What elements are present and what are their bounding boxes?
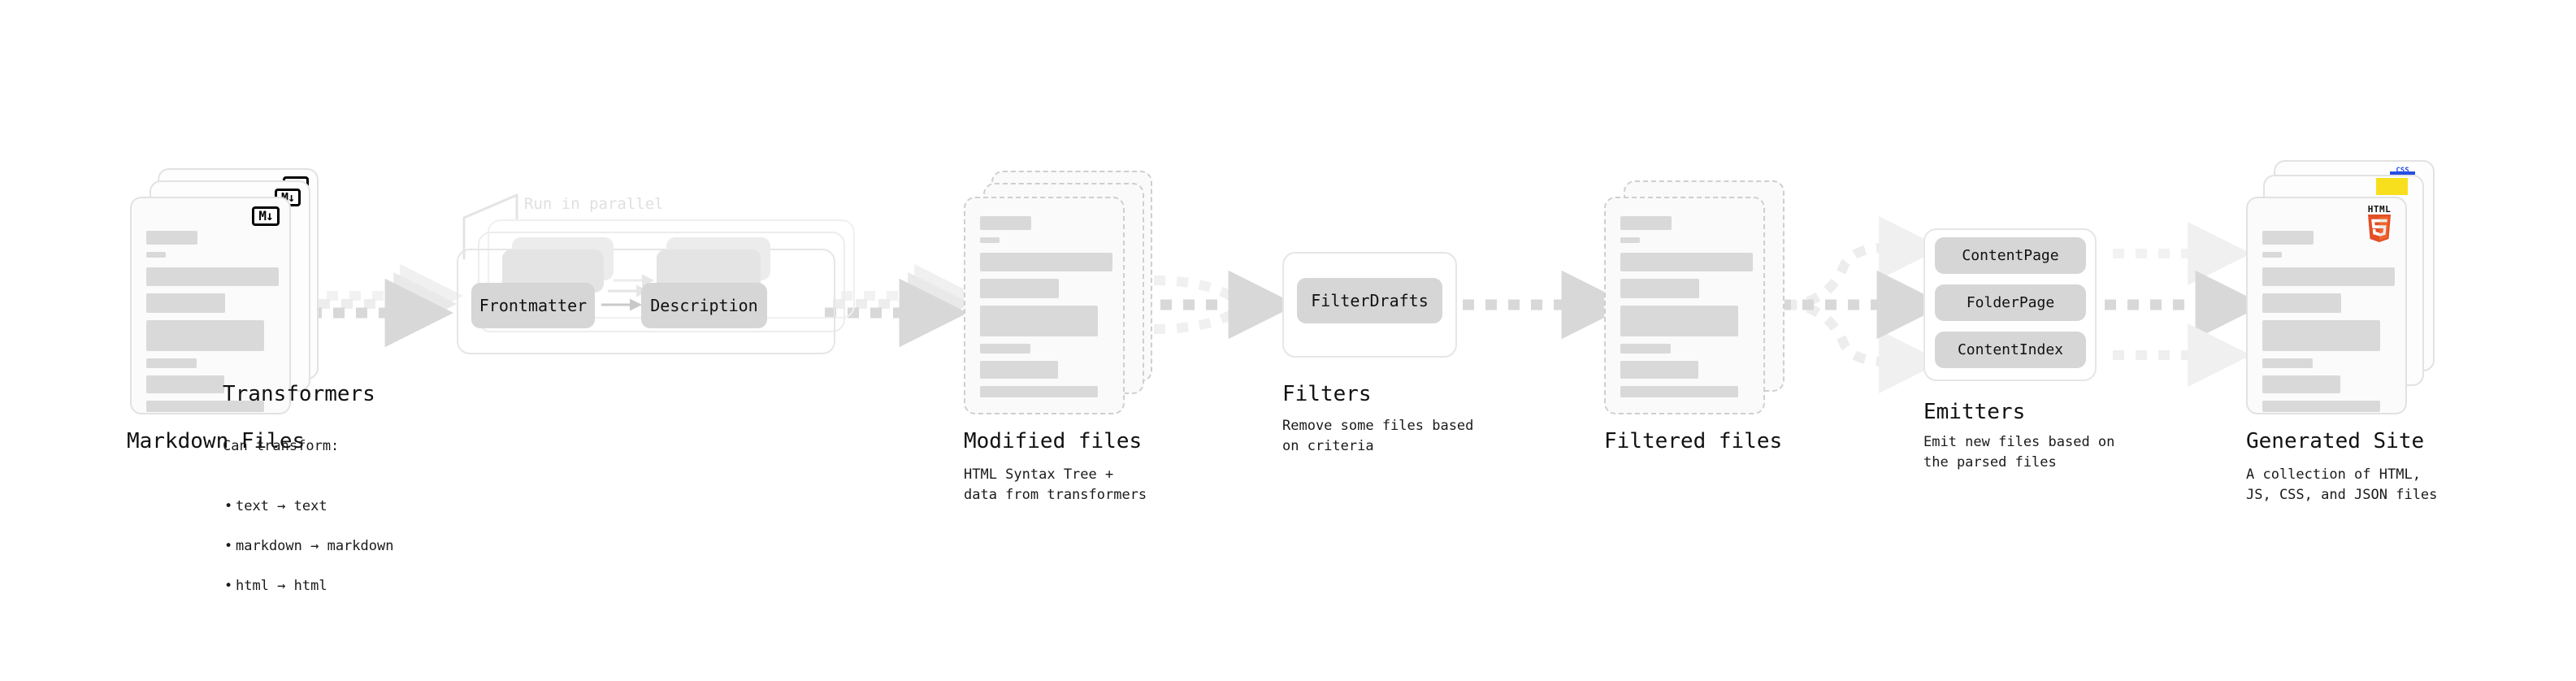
skeleton-line bbox=[2262, 375, 2340, 393]
skeleton-line bbox=[146, 231, 197, 245]
skeleton-line bbox=[980, 216, 1031, 230]
modified-card-front bbox=[964, 197, 1125, 414]
html5-shield-icon bbox=[2368, 215, 2391, 242]
generated-site-caption: A collection of HTML, JS, CSS, and JSON … bbox=[2246, 466, 2438, 503]
skeleton-line bbox=[146, 320, 264, 351]
skeleton-line bbox=[2262, 320, 2380, 351]
skeleton-line bbox=[2262, 401, 2380, 412]
transformer-group-front bbox=[457, 249, 835, 354]
skeleton-line bbox=[2262, 358, 2313, 368]
site-card-front: HTML bbox=[2246, 197, 2407, 414]
skeleton-line bbox=[146, 293, 225, 313]
skeleton-lines bbox=[980, 216, 1112, 405]
emitters-caption: Emit new files based on the parsed files bbox=[1923, 434, 2115, 471]
transformers-bullet: html → html bbox=[223, 576, 393, 596]
transformers-caption: Can transform: text → text markdown → ma… bbox=[223, 416, 393, 636]
css-badge-bar bbox=[2390, 171, 2415, 175]
skeleton-line bbox=[980, 386, 1098, 397]
transformers-bullet: text → text bbox=[223, 497, 393, 517]
markdown-badge: M↓ bbox=[252, 206, 280, 226]
skeleton-line bbox=[1620, 237, 1640, 243]
skeleton-line bbox=[2262, 252, 2282, 258]
filtered-card-front bbox=[1604, 197, 1765, 414]
html5-badge-word: HTML bbox=[2367, 204, 2392, 215]
arrow-modified-to-filters bbox=[1138, 270, 1298, 340]
arrow-markdown-to-transformers bbox=[310, 264, 464, 348]
arrow-filtered-to-emitters bbox=[1780, 216, 1946, 393]
filters-caption: Remove some files based on criteria bbox=[1282, 418, 1474, 454]
transformer-pill-frontmatter[interactable]: Frontmatter bbox=[471, 283, 595, 328]
stage-title-modified-files: Modified files bbox=[964, 429, 1143, 453]
run-in-parallel-label: Run in parallel bbox=[524, 195, 664, 213]
markdown-card-front: M↓ bbox=[130, 197, 291, 414]
arrow-emitters-to-site bbox=[2105, 222, 2265, 387]
skeleton-line bbox=[1620, 361, 1698, 379]
skeleton-line bbox=[1620, 216, 1672, 230]
emitter-pill-contentindex[interactable]: ContentIndex bbox=[1935, 332, 2086, 368]
skeleton-line bbox=[2262, 293, 2341, 313]
skeleton-line bbox=[146, 401, 264, 412]
skeleton-line bbox=[146, 358, 197, 368]
js-badge bbox=[2376, 178, 2408, 195]
transformers-caption-head: Can transform: bbox=[223, 437, 340, 454]
transformer-group-mid bbox=[478, 232, 845, 332]
skeleton-line bbox=[980, 253, 1112, 271]
skeleton-line bbox=[980, 279, 1059, 298]
stage-title-filters: Filters bbox=[1282, 382, 1372, 406]
skeleton-lines bbox=[1620, 216, 1753, 405]
skeleton-line bbox=[1620, 386, 1738, 397]
skeleton-line bbox=[2262, 231, 2314, 245]
transformer-pill-description[interactable]: Description bbox=[641, 283, 767, 328]
skeleton-line bbox=[1620, 344, 1671, 354]
emitter-pill-folderpage[interactable]: FolderPage bbox=[1935, 284, 2086, 321]
css-badge: CSS bbox=[2390, 163, 2415, 175]
skeleton-line bbox=[146, 375, 224, 393]
stage-title-generated-site: Generated Site bbox=[2246, 429, 2425, 453]
skeleton-line bbox=[1620, 279, 1699, 298]
skeleton-line bbox=[2262, 267, 2395, 286]
skeleton-lines bbox=[2262, 231, 2395, 419]
filter-pill-filterdrafts[interactable]: FilterDrafts bbox=[1297, 278, 1442, 323]
stage-title-markdown-files: Markdown Files bbox=[127, 429, 306, 453]
html5-badge: HTML bbox=[2364, 205, 2395, 244]
skeleton-line bbox=[980, 306, 1098, 336]
stage-title-filtered-files: Filtered files bbox=[1604, 429, 1783, 453]
skeleton-line bbox=[980, 237, 1000, 243]
skeleton-line bbox=[1620, 253, 1753, 271]
emitter-pill-contentpage[interactable]: ContentPage bbox=[1935, 237, 2086, 274]
stage-title-transformers: Transformers bbox=[223, 382, 375, 406]
skeleton-line bbox=[980, 361, 1058, 379]
skeleton-line bbox=[146, 267, 279, 286]
transformers-bullet: markdown → markdown bbox=[223, 536, 393, 557]
css-badge-label: CSS bbox=[2396, 167, 2409, 175]
skeleton-line bbox=[980, 344, 1030, 354]
skeleton-line bbox=[1620, 306, 1738, 336]
transformers-bullets: text → text markdown → markdown html → h… bbox=[223, 476, 393, 616]
modified-files-caption: HTML Syntax Tree + data from transformer… bbox=[964, 466, 1147, 503]
stage-title-emitters: Emitters bbox=[1923, 400, 2026, 424]
skeleton-lines bbox=[146, 231, 279, 419]
skeleton-line bbox=[146, 252, 166, 258]
